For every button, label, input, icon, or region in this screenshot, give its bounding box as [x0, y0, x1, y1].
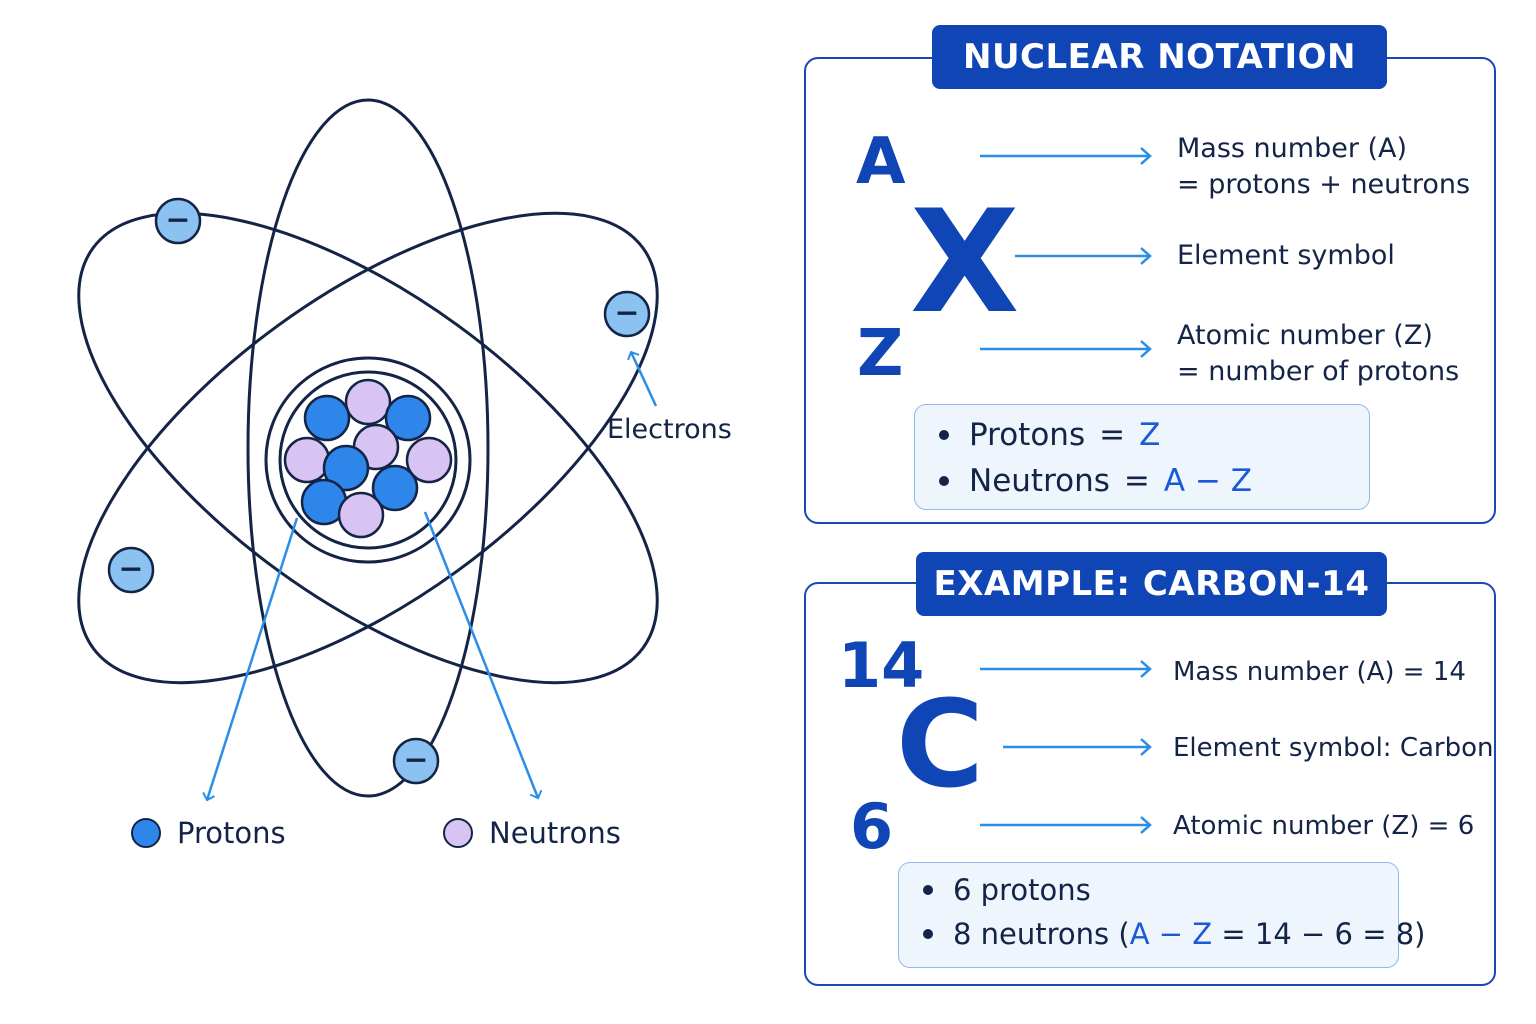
example-protons-text: 6 protons	[953, 873, 1091, 907]
proton-legend-swatch	[131, 818, 161, 848]
equals-sign: =	[1099, 417, 1126, 453]
example-neutrons-prefix: 8 neutrons (	[953, 917, 1130, 951]
element-symbol-description: Element symbol	[1177, 240, 1395, 271]
electron-pointer-arrow	[627, 350, 658, 407]
example-neutrons-formula: A − Z	[1129, 917, 1213, 951]
example-protons-line: 6 protons	[923, 873, 1091, 907]
atomic-number-line-1: Atomic number (Z)	[1177, 320, 1433, 351]
proton	[371, 464, 419, 512]
mass-number-line-1: Mass number (A)	[1177, 133, 1408, 164]
mass-number-symbol: A	[856, 125, 906, 199]
element-symbol: X	[910, 180, 1020, 345]
proton	[384, 394, 432, 442]
mass-number-description: Mass number (A) = protons + neutrons	[1177, 131, 1470, 203]
neutron	[337, 491, 385, 539]
legend-protons: Protons	[131, 816, 286, 850]
nuclear-notation-title: NUCLEAR NOTATION	[932, 25, 1387, 89]
electron	[392, 737, 440, 785]
proton	[322, 444, 370, 492]
example-element-symbol: C	[896, 676, 985, 815]
legend-neutrons: Neutrons	[443, 816, 621, 850]
orbit-tilted-right	[77, 211, 659, 685]
atom-diagram: − − − − Electrons	[77, 98, 732, 802]
element-arrow	[1015, 247, 1152, 265]
electron-sign: −	[403, 743, 428, 778]
neutrons-label: Neutrons	[969, 463, 1110, 499]
example-atomic-description: Atomic number (Z) = 6	[1173, 811, 1475, 841]
atomic-number-description: Atomic number (Z) = number of protons	[1177, 318, 1459, 390]
legend-label: Protons	[177, 816, 286, 850]
electron	[107, 546, 155, 594]
electron-minus-signs: − − − −	[118, 203, 639, 778]
example-mass-description: Mass number (A) = 14	[1173, 657, 1466, 687]
neutrons-equation: Neutrons = A − Z	[939, 463, 1252, 499]
example-element-description: Element symbol: Carbon	[1173, 733, 1494, 763]
protons-value: Z	[1139, 417, 1161, 453]
neutron	[405, 436, 453, 484]
example-summary-box: 6 protons 8 neutrons ( A − Z = 14 − 6 = …	[898, 862, 1425, 968]
bullet	[923, 929, 933, 939]
neutrons-value: A − Z	[1163, 463, 1253, 499]
neutron	[283, 436, 331, 484]
atomic-number-symbol: Z	[857, 317, 904, 391]
nucleus	[283, 378, 453, 539]
equals-sign: =	[1123, 463, 1150, 499]
mass-number-line-2: = protons + neutrons	[1177, 169, 1471, 200]
example-mass-arrow	[980, 660, 1152, 678]
atomic-number-line-2: = number of protons	[1177, 356, 1460, 387]
notation-summary-box: Protons = Z Neutrons = A − Z	[914, 404, 1370, 510]
example-atomic-arrow	[980, 816, 1152, 834]
neutron-legend-swatch	[443, 818, 473, 848]
electron	[603, 290, 651, 338]
bullet	[939, 476, 949, 486]
proton-pointer-arrow	[202, 517, 299, 802]
example-neutrons-line: 8 neutrons ( A − Z = 14 − 6 = 8)	[923, 917, 1425, 951]
pointer-arrows	[202, 350, 658, 802]
example-atomic-number: 6	[850, 790, 894, 863]
example-element-arrow	[1003, 738, 1152, 756]
electrons-label: Electrons	[607, 414, 732, 445]
protons-equation: Protons = Z	[939, 417, 1160, 453]
electron	[154, 197, 202, 245]
bullet	[923, 885, 933, 895]
electrons	[107, 197, 651, 785]
neutron	[344, 378, 392, 426]
example-title: EXAMPLE: CARBON-14	[916, 552, 1387, 616]
protons-label: Protons	[969, 417, 1086, 453]
example-mass-number: 14	[838, 629, 925, 702]
example-neutrons-suffix: = 14 − 6 = 8)	[1212, 917, 1426, 951]
proton	[303, 394, 351, 442]
bullet	[939, 430, 949, 440]
electron-sign: −	[118, 552, 143, 587]
orbits	[77, 98, 659, 798]
electron-sign: −	[165, 203, 190, 238]
neutron-pointer-arrow	[423, 511, 543, 800]
electron-sign: −	[614, 296, 639, 331]
legend-label: Neutrons	[489, 816, 621, 850]
mass-arrow	[980, 147, 1152, 165]
orbit-tilted-left	[77, 211, 659, 685]
orbit-vertical	[246, 98, 490, 798]
atomic-arrow	[980, 340, 1152, 358]
